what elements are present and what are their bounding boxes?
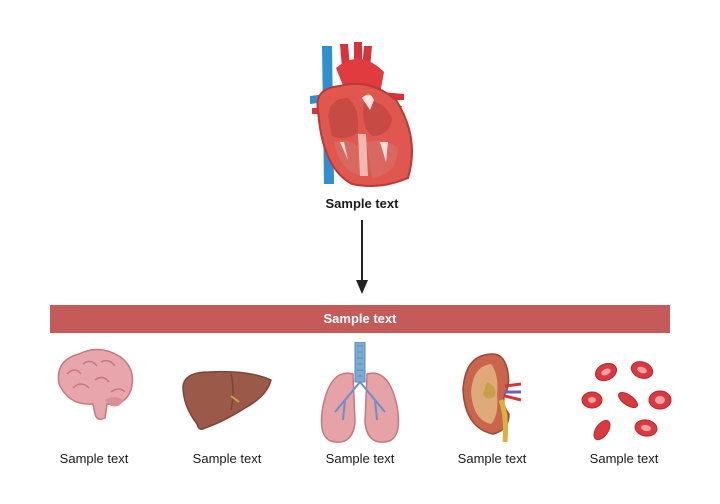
organ-label: Sample text	[589, 451, 659, 466]
lungs-icon	[320, 342, 400, 443]
liver-icon	[182, 370, 272, 431]
organ-kidney: Sample text	[427, 340, 557, 470]
kidney-icon	[462, 353, 522, 443]
organ-brain: Sample text	[29, 340, 159, 470]
organ-label: Sample text	[325, 451, 395, 466]
organ-label: Sample text	[192, 451, 262, 466]
organ-blood-cells: Sample text	[559, 340, 689, 470]
down-arrow	[356, 220, 368, 294]
brain-icon	[57, 348, 134, 421]
heart-icon	[310, 42, 413, 187]
category-banner: Sample text	[50, 305, 670, 333]
organ-label: Sample text	[59, 451, 129, 466]
organ-lungs: Sample text	[295, 340, 425, 470]
organ-label: Sample text	[457, 451, 527, 466]
top-label: Sample text	[325, 196, 399, 211]
blood-cells-icon	[581, 361, 672, 441]
organ-liver: Sample text	[162, 340, 292, 470]
